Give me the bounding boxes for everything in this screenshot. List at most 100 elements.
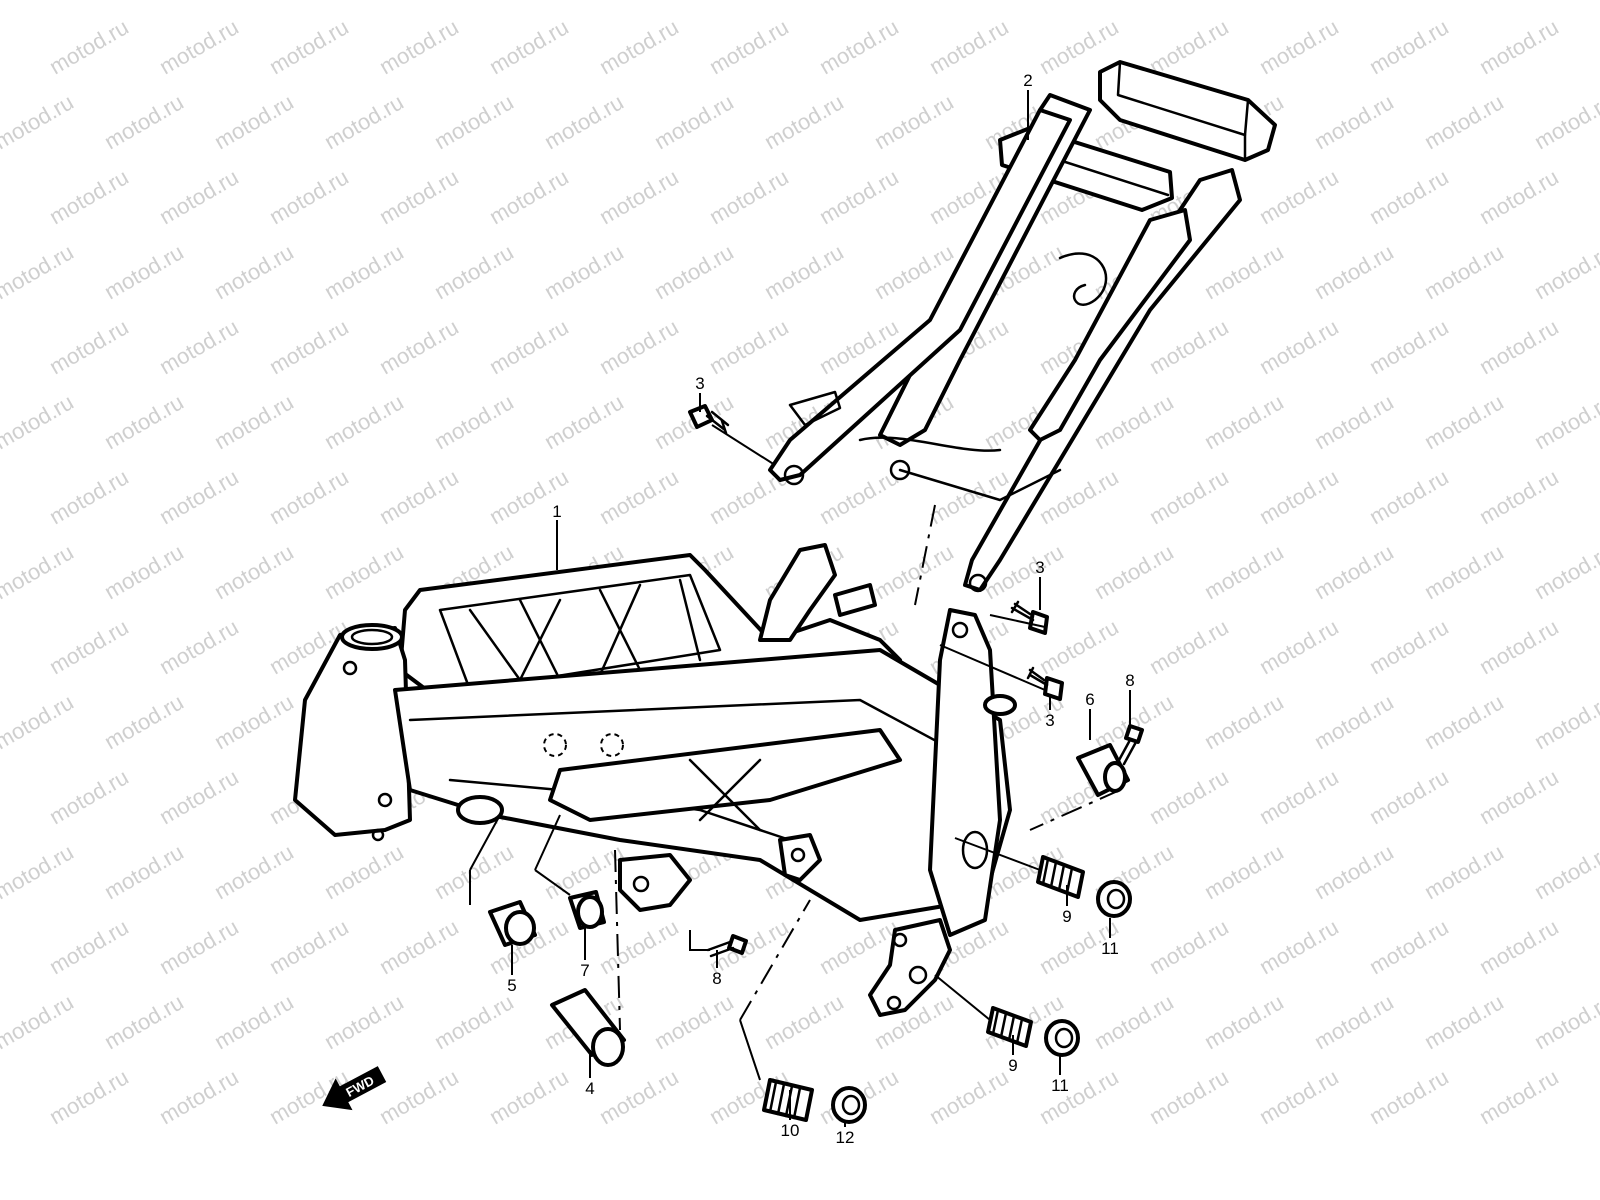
watermark-text: motod.ru — [705, 164, 793, 229]
watermark-text: motod.ru — [1365, 464, 1453, 529]
watermark-text: motod.ru — [1475, 464, 1563, 529]
callout-11-lower: 11 — [1051, 1076, 1069, 1095]
watermark-text: motod.ru — [1475, 1064, 1563, 1129]
main-frame-part — [293, 543, 1017, 1017]
watermark-text: motod.ru — [45, 314, 133, 379]
leader-lines — [469, 90, 1131, 1127]
watermark-text: motod.ru — [45, 14, 133, 79]
watermark-text: motod.ru — [925, 1064, 1013, 1129]
nut-11-lower — [1044, 1019, 1080, 1057]
callout-11-upper: 11 — [1101, 939, 1119, 958]
watermark-text: motod.ru — [45, 1064, 133, 1129]
watermark-text: motod.ru — [1145, 1064, 1233, 1129]
sleeve-10 — [762, 1078, 814, 1122]
watermark-text: motod.ru — [925, 14, 1013, 79]
callout-4: 4 — [585, 1079, 594, 1098]
watermark-text: motod.ru — [210, 239, 298, 304]
watermark-text: motod.ru — [595, 314, 683, 379]
watermark-text: motod.ru — [1145, 914, 1233, 979]
watermark-text: motod.ru — [45, 614, 133, 679]
watermark-text: motod.ru — [155, 14, 243, 79]
watermark-text: motod.ru — [1200, 689, 1288, 754]
watermark-text: motod.ru — [1090, 389, 1178, 454]
watermark-text: motod.ru — [1420, 689, 1508, 754]
watermark-text: motod.ru — [650, 89, 738, 154]
watermark-text: motod.ru — [1310, 539, 1398, 604]
watermark-text: motod.ru — [1090, 989, 1178, 1054]
watermark-text: motod.ru — [0, 539, 78, 604]
watermark-text: motod.ru — [320, 389, 408, 454]
watermark-text: motod.ru — [485, 14, 573, 79]
watermark-text: motod.ru — [1530, 689, 1600, 754]
callout-9-lower: 9 — [1008, 1056, 1017, 1075]
watermark-text: motod.ru — [1255, 314, 1343, 379]
spacer-4 — [550, 988, 626, 1067]
watermark-text: motod.ru — [815, 464, 903, 529]
bolt-8-left — [706, 934, 748, 958]
watermark-text: motod.ru — [430, 389, 518, 454]
callout-12: 12 — [836, 1128, 855, 1147]
watermark-text: motod.ru — [430, 239, 518, 304]
watermark-text: motod.ru — [1530, 539, 1600, 604]
watermark-text: motod.ru — [1310, 239, 1398, 304]
watermark-text: motod.ru — [1475, 314, 1563, 379]
watermark-text: motod.ru — [375, 14, 463, 79]
watermark-text: motod.ru — [1420, 389, 1508, 454]
watermark-text: motod.ru — [0, 689, 78, 754]
watermark-text: motod.ru — [1310, 89, 1398, 154]
watermark-text: motod.ru — [430, 89, 518, 154]
watermark-text: motod.ru — [485, 314, 573, 379]
watermark-text: motod.ru — [1530, 389, 1600, 454]
watermark-text: motod.ru — [155, 314, 243, 379]
watermark-text: motod.ru — [1310, 689, 1398, 754]
callout-7: 7 — [580, 961, 589, 980]
watermark-text: motod.ru — [1255, 164, 1343, 229]
watermark-text: motod.ru — [155, 914, 243, 979]
watermark-text: motod.ru — [1145, 764, 1233, 829]
watermark-text: motod.ru — [155, 764, 243, 829]
watermark-text: motod.ru — [155, 164, 243, 229]
watermark-text: motod.ru — [1310, 389, 1398, 454]
watermark-text: motod.ru — [1200, 539, 1288, 604]
watermark-text: motod.ru — [320, 239, 408, 304]
watermark-text: motod.ru — [760, 89, 848, 154]
watermark-text: motod.ru — [1200, 989, 1288, 1054]
watermark-text: motod.ru — [815, 164, 903, 229]
watermark-text: motod.ru — [540, 389, 628, 454]
watermark-text: motod.ru — [595, 14, 683, 79]
callout-3-top: 3 — [695, 374, 704, 393]
watermark-text: motod.ru — [0, 239, 78, 304]
watermark-text: motod.ru — [1145, 14, 1233, 79]
watermark-text: motod.ru — [45, 464, 133, 529]
watermark-text: motod.ru — [1530, 89, 1600, 154]
watermark-text: motod.ru — [595, 464, 683, 529]
watermark-text: motod.ru — [45, 914, 133, 979]
watermark-text: motod.ru — [1310, 989, 1398, 1054]
watermark-text: motod.ru — [760, 239, 848, 304]
callout-labels: 1 2 3 3 3 4 5 6 7 8 8 9 9 10 11 11 12 — [507, 71, 1134, 1147]
watermark-text: motod.ru — [1255, 764, 1343, 829]
watermark-text: motod.ru — [430, 839, 518, 904]
callout-3-right: 3 — [1035, 558, 1044, 577]
watermark-text: motod.ru — [1200, 839, 1288, 904]
watermark-text: motod.ru — [1255, 464, 1343, 529]
watermark-text: motod.ru — [1310, 839, 1398, 904]
watermark-text: motod.ru — [1035, 614, 1123, 679]
watermark-text: motod.ru — [815, 14, 903, 79]
watermark-text: motod.ru — [760, 989, 848, 1054]
watermark-text: motod.ru — [320, 839, 408, 904]
watermark-text: motod.ru — [1365, 614, 1453, 679]
watermark-text: motod.ru — [705, 314, 793, 379]
bolt-3-lower — [1026, 666, 1064, 701]
watermark-text: motod.ru — [0, 839, 78, 904]
watermark-text: motod.ru — [430, 989, 518, 1054]
watermark-text: motod.ru — [1475, 614, 1563, 679]
watermark-text: motod.ru — [595, 1064, 683, 1129]
sleeve-9-lower — [986, 1006, 1033, 1048]
watermark-text: motod.ru — [540, 89, 628, 154]
watermark-text: motod.ru — [595, 914, 683, 979]
watermark-text: motod.ru — [1035, 1064, 1123, 1129]
watermark-text: motod.ru — [210, 839, 298, 904]
watermark-text: motod.ru — [320, 539, 408, 604]
